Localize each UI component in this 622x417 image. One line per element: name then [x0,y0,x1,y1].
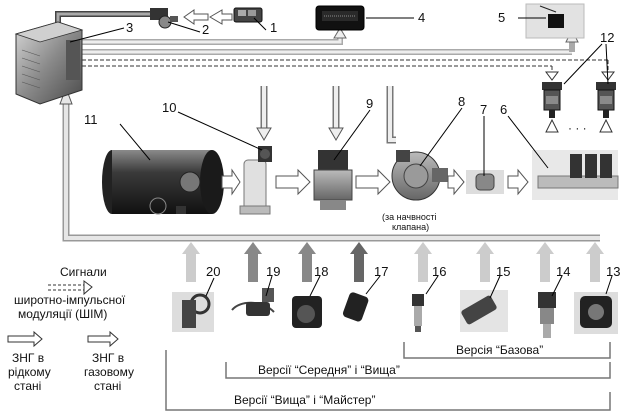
version-base-label: Версія “Базова” [456,343,543,357]
legend-liquid-line3: стані [14,379,41,393]
sensor-16 [412,294,424,332]
sensor-13 [574,292,618,334]
legend-pwm-line3: модуляції (ШІМ) [18,307,107,321]
sensor-14 [538,292,556,338]
version-high-max-label: Версії “Вища” і “Майстер” [234,393,375,407]
pwm-signal-bus [76,60,614,80]
sensor-15 [460,290,508,332]
label-2: 2 [202,22,209,37]
ecu-unit [16,22,82,104]
sensor-19 [232,288,274,316]
label-17: 17 [374,264,388,279]
gas-filter [466,170,504,194]
label-16: 16 [432,264,446,279]
shutoff-valve [314,150,352,210]
version-bracket-high-max [166,350,610,410]
label-7: 7 [480,102,487,117]
label-6: 6 [500,102,507,117]
valve-note-line2: клапана) [392,222,429,232]
version-mid-high-label: Версії “Середня” і “Вища” [258,363,400,377]
sensor-20 [172,292,214,332]
injector-right-flow-arrow [600,120,612,132]
injector-rail [532,150,618,200]
label-14: 14 [556,264,570,279]
sensor-17 [342,291,370,322]
legend-pwm-line2: широтно-імпульсної [14,293,126,307]
label-10: 10 [162,100,176,115]
label-4: 4 [418,10,425,25]
injector-right [596,82,616,118]
label-18: 18 [314,264,328,279]
label-11: 11 [84,112,98,127]
injector-left [542,82,562,118]
diagnostic-connector [518,4,584,38]
legend-liquid-line2: рідкому [8,365,51,379]
control-down-arrows [257,86,396,140]
label-15: 15 [496,264,510,279]
legend-gas-line2: газовому [84,365,134,379]
legend-gas-line1: ЗНГ в [92,351,124,365]
label-12: 12 [600,30,614,45]
injector-left-flow-arrow [546,120,558,132]
label-20: 20 [206,264,220,279]
switch-button-component [210,8,262,24]
multivalve [240,146,272,214]
label-5: 5 [498,10,505,25]
label-13: 13 [606,264,620,279]
reducer-evaporator [392,150,448,200]
label-9: 9 [366,96,373,111]
legend-liquid-line1: ЗНГ в [12,351,44,365]
sensor-18 [292,296,322,328]
legend-gas-line3: стані [94,379,121,393]
label-1: 1 [270,20,277,35]
legend-liquid-arrow [8,332,42,346]
legend-gas-arrow [88,332,118,346]
label-8: 8 [458,94,465,109]
sensor-up-arrows [182,242,604,282]
legend-pwm-line1: Сигнали [60,265,107,279]
gas-tank [102,150,224,214]
label-19: 19 [266,264,280,279]
valve-note-line1: (за начвності [382,212,436,222]
label-3: 3 [126,20,133,35]
display-unit [316,6,414,30]
injector-ellipsis: · · · [568,121,587,135]
